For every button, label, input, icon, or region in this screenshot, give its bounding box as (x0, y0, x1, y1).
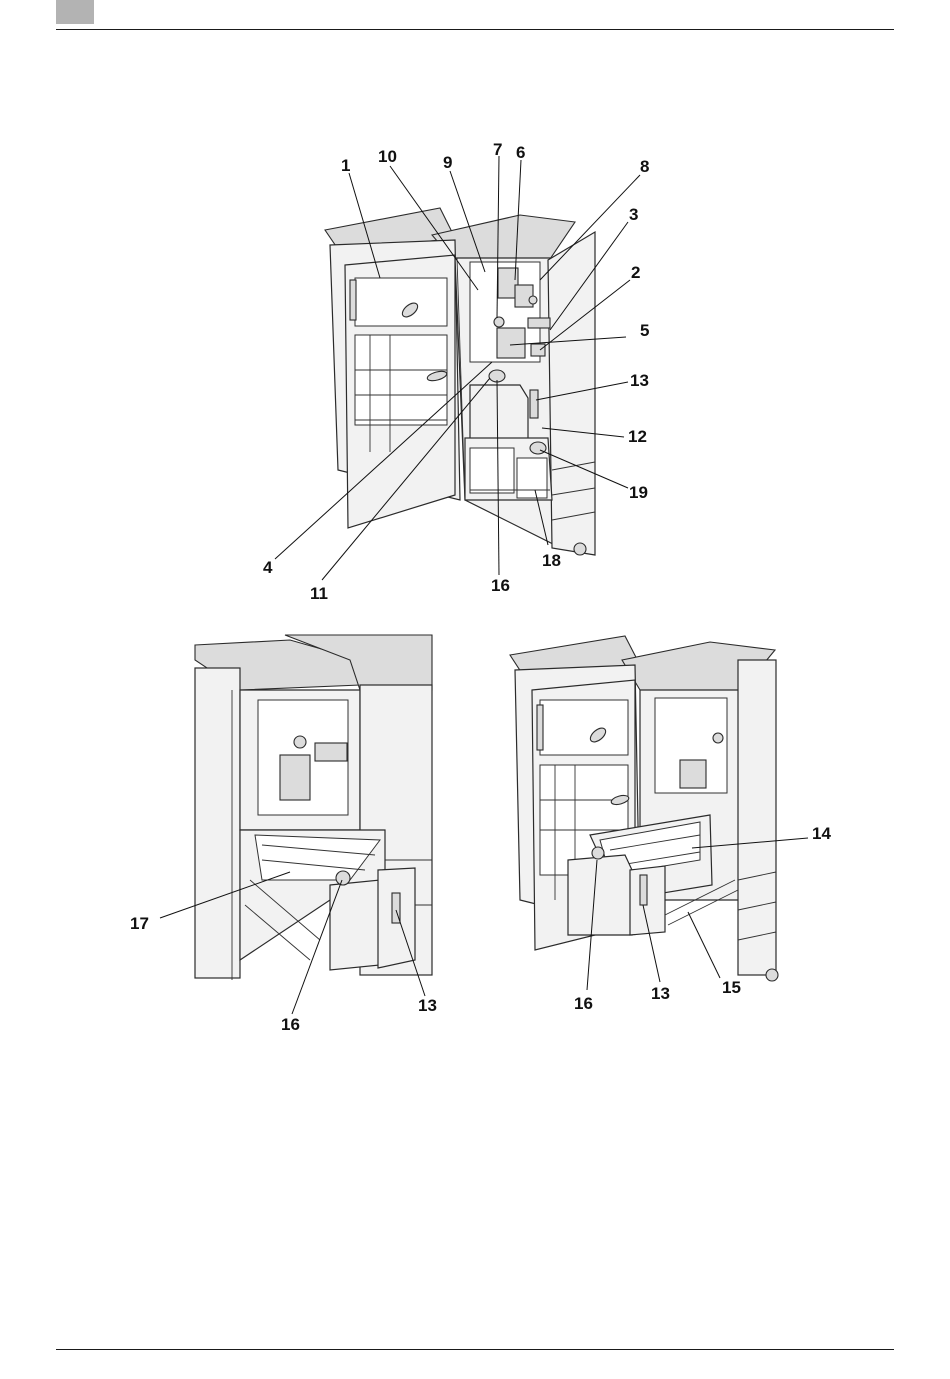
callout-16: 16 (281, 1015, 300, 1034)
callout-16: 16 (491, 576, 510, 595)
callout-8: 8 (640, 157, 649, 176)
callout-5: 5 (640, 321, 649, 340)
callout-1: 1 (341, 156, 350, 175)
caster (574, 543, 586, 555)
callout-13: 13 (651, 984, 670, 1003)
callout-9: 9 (443, 153, 452, 172)
bottom-left-figure: 17 16 13 (130, 635, 437, 1034)
callout-11: 11 (310, 584, 328, 603)
callout-13: 13 (630, 371, 649, 390)
bl-stapler (280, 755, 310, 800)
bl-left-body (195, 668, 240, 978)
callout-18: 18 (542, 551, 561, 570)
callout-7: 7 (493, 140, 502, 159)
callout-6: 6 (516, 143, 525, 162)
callout-12: 12 (628, 427, 647, 446)
callout-17: 17 (130, 914, 149, 933)
callout-2: 2 (631, 263, 640, 282)
callout-16: 16 (574, 994, 593, 1013)
callout-3: 3 (629, 205, 638, 224)
door-pocket-upper (355, 278, 447, 326)
callout-13: 13 (418, 996, 437, 1015)
callout-15: 15 (722, 978, 741, 997)
door-handle (350, 280, 356, 320)
br-drawer-handle (640, 875, 647, 905)
br-stapler (680, 760, 706, 788)
bl-staple-container (330, 880, 380, 970)
br-door-handle (537, 705, 543, 750)
release-knob (530, 442, 546, 454)
bottom-right-figure: 14 15 13 16 (510, 636, 831, 1013)
drawer-handle (530, 390, 538, 418)
br-right-side-panel (738, 660, 776, 975)
callout-19: 19 (629, 483, 648, 502)
callout-4: 4 (263, 558, 273, 577)
stapler-unit (497, 328, 525, 358)
top-figure: 1 10 9 7 6 8 3 2 5 13 12 19 18 16 11 4 (263, 140, 649, 603)
br-staple-container (568, 855, 632, 935)
staple-container (470, 385, 528, 445)
callout-14: 14 (812, 824, 831, 843)
callout-10: 10 (378, 147, 397, 166)
